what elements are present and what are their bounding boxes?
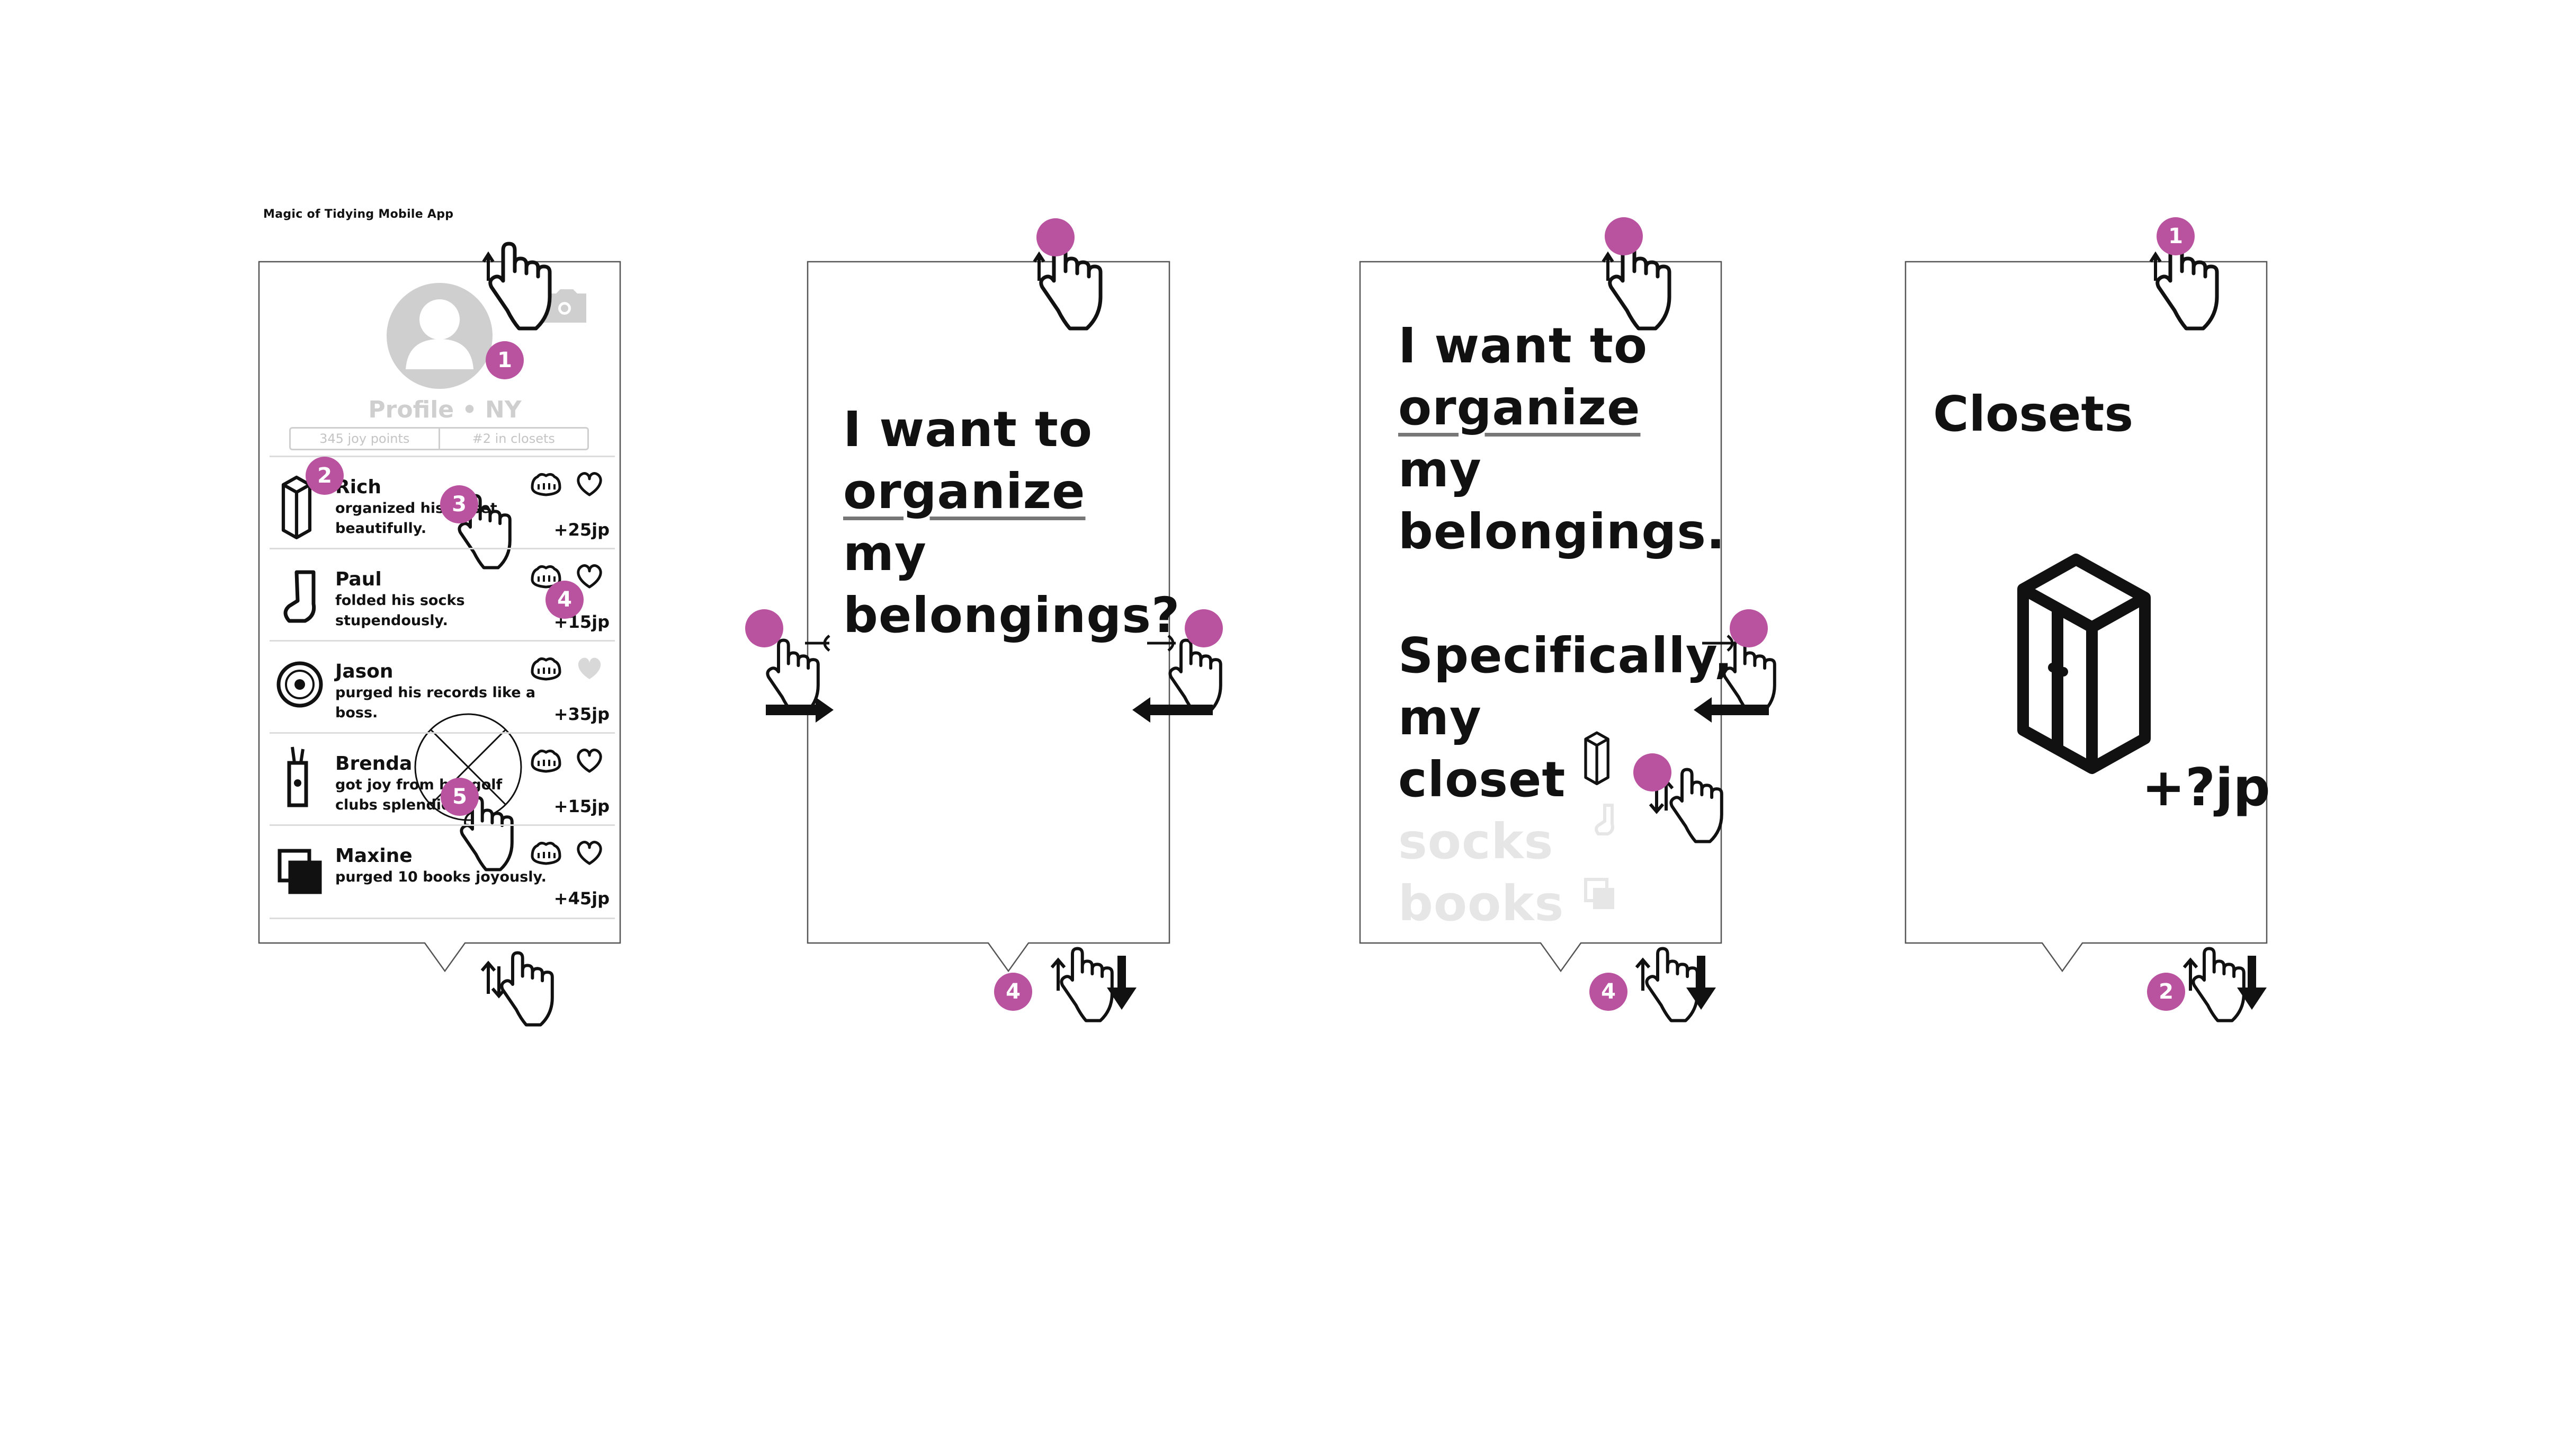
feed-action-text: folded his socks stupendously. xyxy=(335,592,465,629)
statement-line: my xyxy=(1398,689,1482,746)
step-badge: 5 xyxy=(441,778,479,816)
profile-name: Profile • NY xyxy=(368,396,522,423)
gesture-hotspots xyxy=(745,217,1768,791)
step-badge: 1 xyxy=(2157,217,2195,255)
option-closet[interactable]: closet xyxy=(1398,751,1566,808)
organize-verb[interactable]: organize xyxy=(1398,379,1641,436)
down-arrow-icon xyxy=(2237,988,2267,1010)
question-line: my xyxy=(843,525,927,582)
sock-icon xyxy=(283,570,316,623)
step-badge: 3 xyxy=(440,485,478,523)
screen-organize-question xyxy=(766,244,1221,1021)
screen-organize-closet xyxy=(1359,244,1775,1021)
feed-row[interactable]: Jason purged his records like a boss. +3… xyxy=(270,640,615,733)
record-icon xyxy=(276,661,323,708)
organize-statement: I want to organize my belongings. Specif… xyxy=(1398,315,1733,935)
books-icon xyxy=(278,849,322,894)
app-title: Magic of Tidying Mobile App xyxy=(263,208,454,221)
screen-closets xyxy=(1904,244,2268,1021)
closets-points: +?jp xyxy=(2142,758,2270,818)
closets-title: Closets xyxy=(1933,386,2134,442)
down-arrow-icon xyxy=(1107,988,1137,1010)
swipe-up-hand-icon xyxy=(2193,949,2243,1021)
feed-user-name: Maxine xyxy=(335,845,413,867)
step-badge: 2 xyxy=(306,457,344,495)
feed-points: +35jp xyxy=(553,704,610,724)
feed-row[interactable]: Paul folded his socks stupendously. +15j… xyxy=(270,548,615,641)
statement-line: I want to xyxy=(1398,317,1648,374)
step-badge: 4 xyxy=(994,973,1032,1011)
swipe-left-hand-icon xyxy=(1170,641,1220,713)
feed-user-name: Brenda xyxy=(335,753,413,775)
statement-line: my xyxy=(1398,441,1482,498)
swipe-up-hand-icon xyxy=(1647,949,1697,1021)
organize-verb[interactable]: organize xyxy=(843,463,1086,520)
feed-user-name: Jason xyxy=(335,661,393,682)
camera-icon[interactable] xyxy=(543,289,586,323)
question-line: I want to xyxy=(843,401,1093,458)
feed-row[interactable]: Maxine purged 10 books joyously. +45jp xyxy=(270,824,615,919)
question-line: belongings? xyxy=(843,587,1180,644)
down-arrow-icon xyxy=(1686,988,1716,1010)
swipe-up-hand-icon xyxy=(1061,949,1112,1021)
feed-points: +15jp xyxy=(553,796,610,816)
feed-row[interactable]: Brenda got joy from her golf clubs splen… xyxy=(270,732,615,825)
option-books[interactable]: books xyxy=(1398,875,1564,932)
closet-rank-stat[interactable]: #2 in closets xyxy=(438,429,588,449)
heart-filled-icon[interactable] xyxy=(578,657,601,679)
large-wardrobe-icon xyxy=(2017,554,2151,774)
feed-points: +45jp xyxy=(553,888,610,909)
scroll-hand-icon xyxy=(502,953,552,1025)
feed-action-text: purged his records like a boss. xyxy=(335,684,536,721)
feed-points: +25jp xyxy=(553,520,610,540)
joy-points-stat[interactable]: 345 joy points xyxy=(319,431,410,446)
feed-user-name: Paul xyxy=(335,568,382,590)
statement-line: belongings. xyxy=(1398,503,1725,560)
screen-profile-feed xyxy=(258,244,621,973)
stats-bar: 345 joy points #2 in closets xyxy=(289,427,589,450)
organize-question: I want to organize my belongings? xyxy=(843,398,1180,646)
option-socks[interactable]: socks xyxy=(1398,813,1554,870)
statement-line: Specifically, xyxy=(1398,627,1733,684)
golf-bag-icon xyxy=(287,746,308,807)
feed-reactions xyxy=(532,474,601,864)
step-badge: 1 xyxy=(486,341,524,379)
step-badge: 2 xyxy=(2147,973,2185,1011)
step-badge: 4 xyxy=(545,581,584,619)
feed-action-text: purged 10 books joyously. xyxy=(335,869,547,885)
step-badge: 4 xyxy=(1589,973,1627,1011)
